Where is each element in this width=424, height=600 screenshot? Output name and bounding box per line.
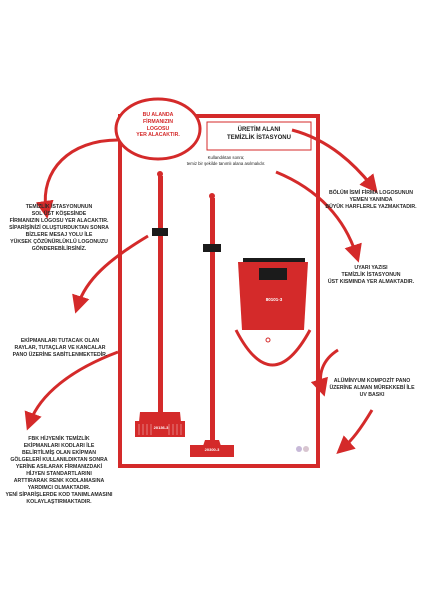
arrow-material-2 — [336, 409, 374, 454]
note-logo: TEMİZLİK İSTASYONUNUN SOL ÜST KÖŞESİNDE … — [9, 204, 109, 253]
broom-shape — [135, 171, 185, 437]
squeegee-shape — [190, 193, 234, 457]
arrow-codes — [24, 350, 119, 431]
squeegee-code: 20300-3 — [204, 447, 220, 452]
title-frame — [206, 121, 312, 151]
corner-mark — [296, 446, 309, 452]
note-department: BÖLÜM İSMİ FİRMA LOGOSUNUN YEMEN YANINDA… — [325, 190, 417, 211]
note-warning: UYARI YAZISI TEMİZLİK İSTASYONUN ÜST KIS… — [327, 265, 415, 286]
arrow-material — [310, 348, 339, 397]
logo-area-text: BU ALANDA FİRMANIZIN LOGOSU YER ALACAKTI… — [136, 112, 180, 139]
arrow-warning — [275, 170, 362, 263]
arrow-logo — [35, 138, 119, 219]
note-codes: FBK HİJYENİK TEMİZLİK EKİPMANLARI KODLAR… — [5, 436, 113, 506]
logo-area-circle — [114, 97, 202, 161]
panel-title: ÜRETİM ALANI TEMİZLİK İSTASYONU — [227, 127, 291, 141]
broom-code: 20136-3 — [153, 425, 169, 430]
bucket-shape — [234, 258, 312, 367]
note-material: ALÜMİNYUM KOMPOZİT PANO ÜZERİNE ALMAN MÜ… — [329, 378, 415, 399]
note-holders: EKİPMANLARI TUTACAK OLAN RAYLAR, TUTAÇLA… — [12, 338, 108, 359]
arrow-holders — [72, 234, 149, 314]
bucket-code: 80101-3 — [265, 297, 283, 302]
arrow-title — [291, 128, 378, 193]
panel-warning: Kullandıktan sonra; temiz bir şekilde ta… — [186, 155, 266, 166]
